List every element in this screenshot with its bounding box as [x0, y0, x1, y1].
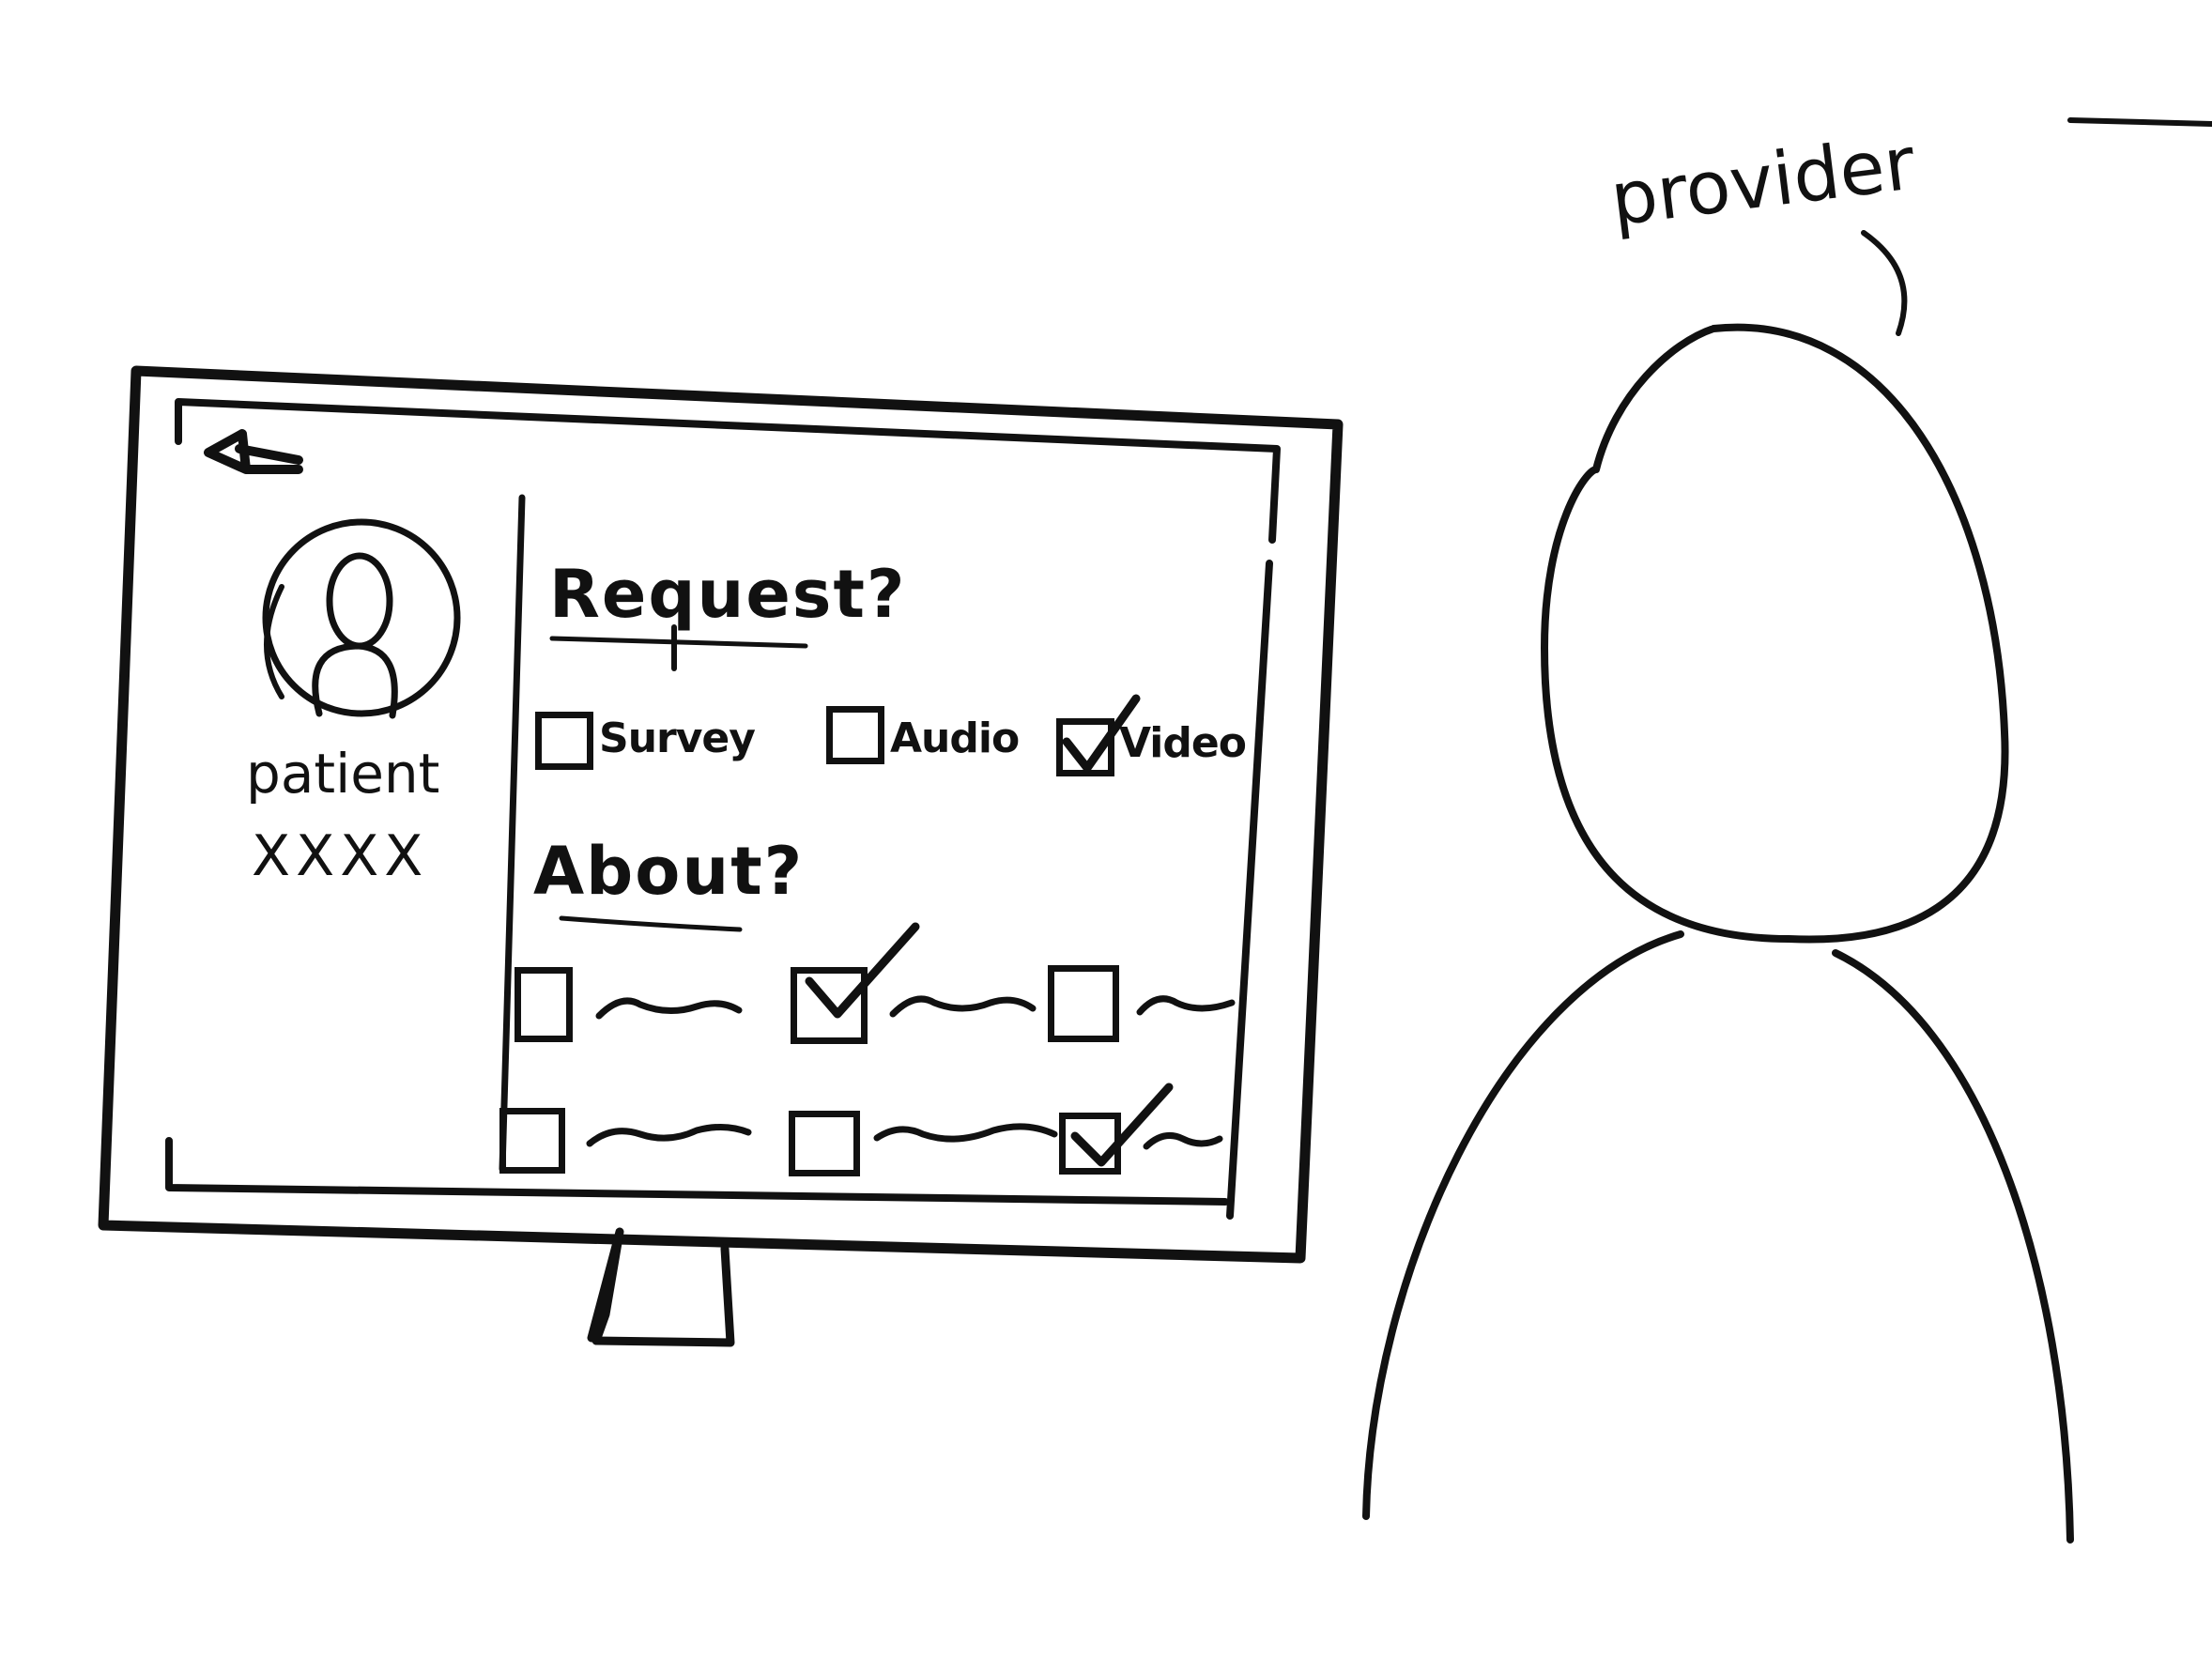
patient-id-value: XXXX [252, 823, 429, 889]
about-option-placeholder [586, 1124, 752, 1147]
video-check-icon [1062, 694, 1141, 773]
about-option-placeholder [889, 995, 1037, 1018]
provider-silhouette [1362, 230, 2074, 1544]
back-arrow-icon[interactable] [204, 429, 303, 474]
patient-label: patient [246, 742, 440, 806]
screen-divider [499, 494, 526, 1173]
about-option-checkbox[interactable] [791, 967, 868, 1044]
audio-checkbox[interactable] [826, 706, 884, 764]
survey-checkbox[interactable] [535, 712, 593, 770]
about-heading: About? [533, 833, 805, 910]
about-option-placeholder [1136, 995, 1236, 1016]
monitor-stand [587, 1227, 735, 1347]
video-checkbox[interactable] [1056, 718, 1114, 776]
request-underline [549, 636, 808, 649]
video-label: Video [1119, 719, 1247, 767]
about-option-checkbox[interactable] [789, 1111, 860, 1176]
about-option-placeholder [873, 1123, 1058, 1143]
about-option-checkbox[interactable] [499, 1108, 565, 1174]
about-option-placeholder [1143, 1131, 1223, 1150]
about-option-checkbox[interactable] [1048, 965, 1119, 1042]
about-option-placeholder [595, 997, 743, 1020]
monitor-frame [98, 365, 1344, 1264]
about-underline [559, 915, 743, 932]
audio-label: Audio [890, 714, 1020, 762]
about-check-icon [805, 922, 920, 1019]
about-option-checkbox[interactable] [515, 967, 573, 1042]
request-heading: Request? [549, 556, 907, 633]
about-check-icon [1070, 1083, 1174, 1167]
survey-label: Survey [599, 714, 756, 762]
patient-avatar-icon [262, 518, 461, 719]
monitor-screen-border [165, 398, 1281, 1220]
